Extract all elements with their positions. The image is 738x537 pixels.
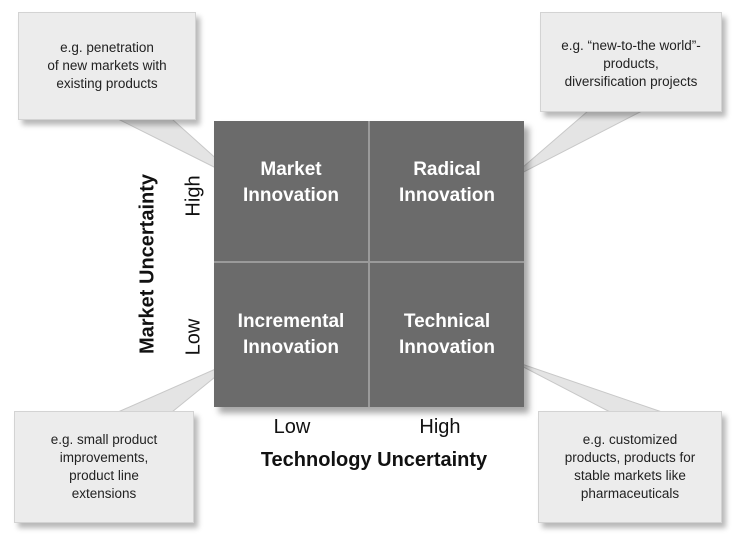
cell-label-line1: Technical bbox=[403, 311, 491, 332]
cell-technical-innovation: Technical Innovation bbox=[370, 305, 524, 365]
connector-top-right bbox=[507, 110, 643, 181]
cell-label-line1: Radical bbox=[413, 159, 481, 180]
matrix-horizontal-divider bbox=[214, 261, 524, 263]
callout-text: e.g. “new-to-the world”- products, diver… bbox=[561, 38, 701, 89]
callout-text: e.g. penetration of new markets with exi… bbox=[47, 40, 167, 91]
cell-label-line2: Innovation bbox=[398, 337, 496, 358]
cell-label-line1: Market bbox=[260, 159, 322, 180]
cell-incremental-innovation: Incremental Innovation bbox=[214, 305, 368, 365]
y-axis-tick-high-text: High bbox=[182, 175, 205, 217]
cell-market-innovation: Market Innovation bbox=[214, 153, 368, 213]
callout-text: e.g. small product improvements, product… bbox=[50, 432, 158, 501]
x-axis-title: Technology Uncertainty bbox=[260, 449, 488, 471]
x-axis-tick-low: Low bbox=[273, 416, 311, 438]
connector-bottom-right bbox=[509, 359, 663, 413]
callout-radical-innovation-example: e.g. “new-to-the world”- products, diver… bbox=[540, 12, 722, 112]
x-axis-tick-high: High bbox=[419, 416, 461, 438]
cell-label-line2: Innovation bbox=[242, 337, 340, 358]
callout-market-innovation-example: e.g. penetration of new markets with exi… bbox=[18, 12, 196, 120]
cell-radical-innovation: Radical Innovation bbox=[370, 153, 524, 213]
cell-label-line2: Innovation bbox=[398, 185, 496, 206]
cell-label-line2: Innovation bbox=[242, 185, 340, 206]
callout-technical-innovation-example: e.g. customized products, products for s… bbox=[538, 411, 722, 523]
innovation-matrix: Market Innovation Radical Innovation Inc… bbox=[214, 121, 524, 407]
matrix-vertical-divider bbox=[368, 121, 370, 407]
cell-label-line1: Incremental bbox=[237, 311, 345, 332]
y-axis-title-text: Market Uncertainty bbox=[136, 173, 159, 355]
y-axis-tick-low-text: Low bbox=[182, 318, 205, 356]
callout-incremental-innovation-example: e.g. small product improvements, product… bbox=[14, 411, 194, 523]
callout-text: e.g. customized products, products for s… bbox=[564, 432, 696, 501]
